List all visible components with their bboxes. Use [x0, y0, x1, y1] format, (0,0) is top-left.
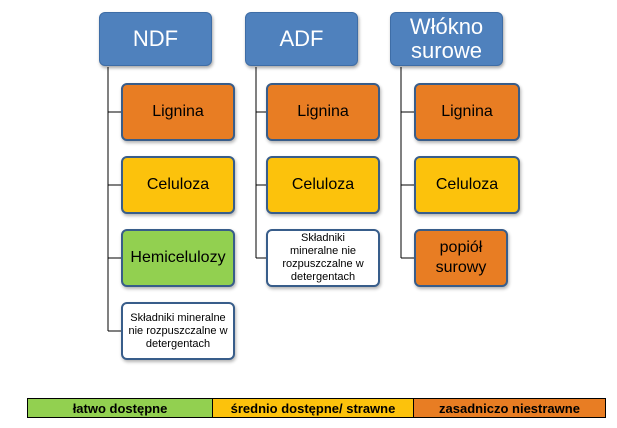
wlokno-item-lignina: Lignina: [414, 83, 520, 141]
legend-easily-available: łatwo dostępne: [28, 399, 212, 417]
legend-indigestible: zasadniczo niestrawne: [413, 399, 605, 417]
legend-medium-available: średnio dostępne/ strawne: [212, 399, 413, 417]
ndf-connector: [107, 67, 121, 332]
ndf-item-hemicelulozy: Hemicelulozy: [121, 229, 235, 287]
wlokno-connector: [400, 67, 414, 259]
adf-connector: [255, 67, 266, 259]
adf-header: ADF: [245, 12, 358, 66]
adf-item-skladniki-mineralne: Składniki mineralne nie rozpuszczalne w …: [266, 229, 380, 287]
ndf-item-celuloza: Celuloza: [121, 156, 235, 214]
ndf-header: NDF: [99, 12, 212, 66]
ndf-item-skladniki-mineralne: Składniki mineralne nie rozpuszczalne w …: [121, 302, 235, 360]
wlokno-item-celuloza: Celuloza: [414, 156, 520, 214]
adf-item-celuloza: Celuloza: [266, 156, 380, 214]
ndf-item-lignina: Lignina: [121, 83, 235, 141]
wlokno-item-popiol-surowy: popiół surowy: [414, 229, 508, 287]
adf-item-lignina: Lignina: [266, 83, 380, 141]
legend: łatwo dostępne średnio dostępne/ strawne…: [27, 398, 606, 418]
wlokno-surowe-header: Włókno surowe: [390, 12, 503, 66]
